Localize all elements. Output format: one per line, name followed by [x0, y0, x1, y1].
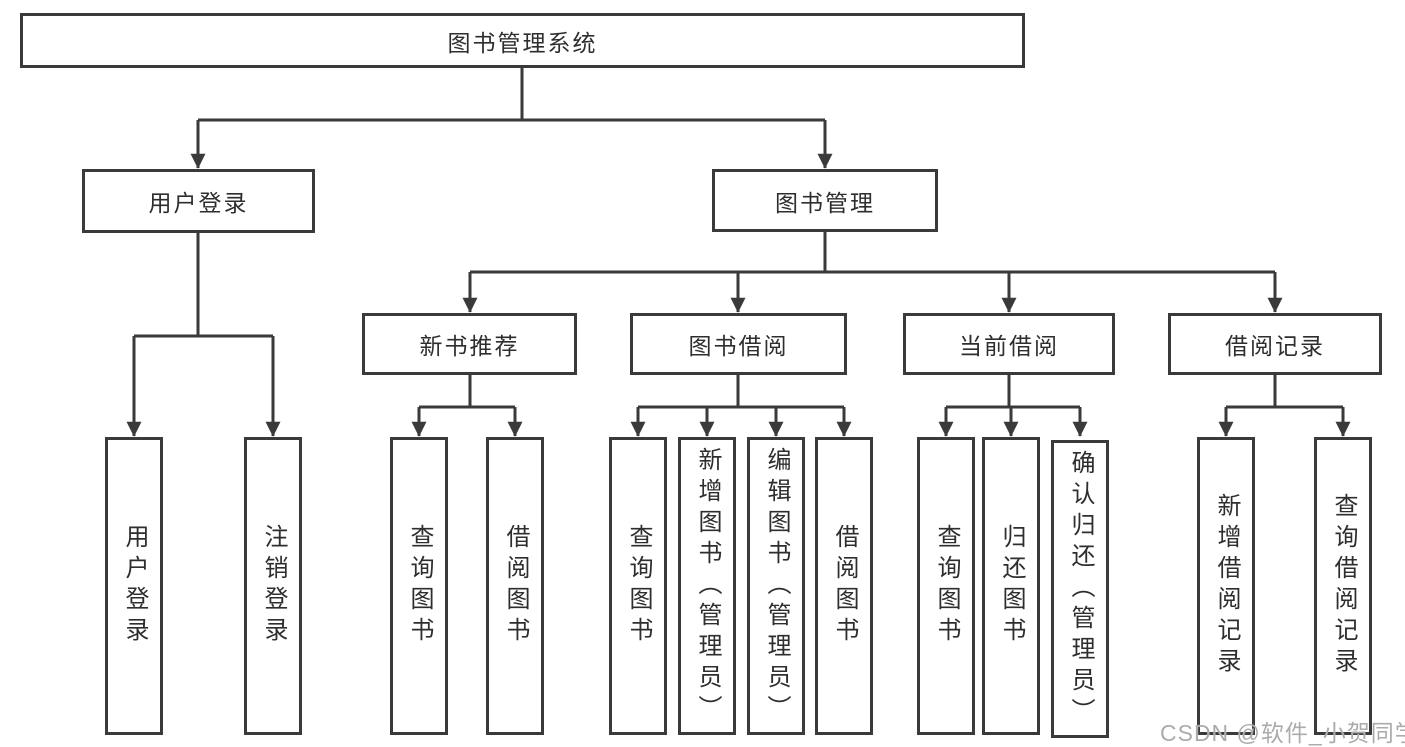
node-leaf-edit-book-admin: 编辑图书（管理员） [747, 437, 805, 735]
node-current-borrow: 当前借阅 [903, 313, 1115, 375]
node-root-system: 图书管理系统 [20, 13, 1025, 68]
node-leaf-query-books-current: 查询图书 [917, 437, 975, 735]
node-new-book-recommend: 新书推荐 [362, 313, 577, 375]
node-leaf-user-login: 用户登录 [105, 437, 163, 735]
node-leaf-add-borrow-record: 新增借阅记录 [1197, 437, 1255, 735]
node-leaf-confirm-return-admin: 确认归还（管理员） [1051, 440, 1109, 738]
node-leaf-borrow-books: 借阅图书 [815, 437, 873, 735]
node-borrow-records: 借阅记录 [1168, 313, 1382, 375]
node-book-management-branch: 图书管理 [712, 169, 938, 232]
node-leaf-borrow-books-recommend: 借阅图书 [486, 437, 544, 735]
node-leaf-query-borrow-record: 查询借阅记录 [1314, 437, 1372, 735]
node-leaf-add-book-admin: 新增图书（管理员） [678, 437, 736, 735]
csdn-watermark: CSDN @软件_小贺同学 [1160, 720, 1405, 746]
node-leaf-logout: 注销登录 [244, 437, 302, 735]
node-user-login-branch: 用户登录 [82, 169, 315, 233]
tree-elbow-lines [134, 68, 1343, 409]
node-book-borrow: 图书借阅 [630, 313, 847, 375]
node-leaf-query-books-recommend: 查询图书 [390, 437, 448, 735]
node-leaf-query-books-borrow: 查询图书 [609, 437, 667, 735]
node-leaf-return-book: 归还图书 [982, 437, 1040, 735]
